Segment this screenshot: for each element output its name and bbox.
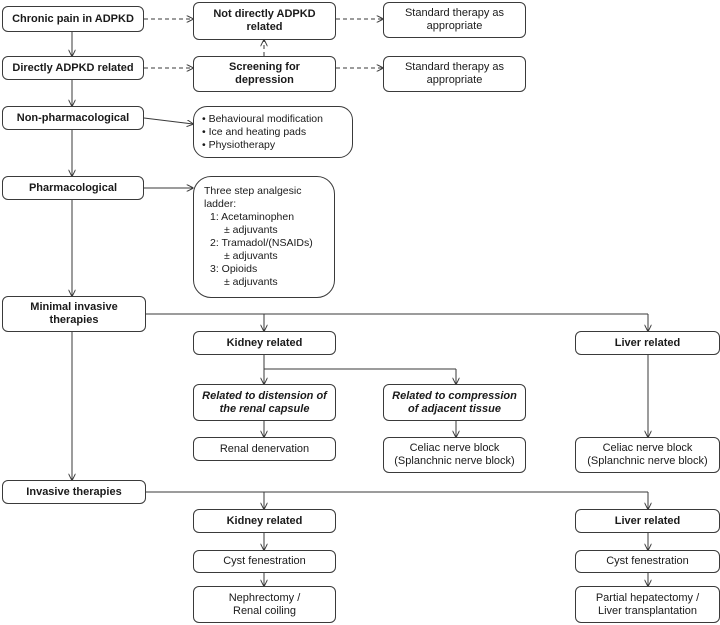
- node-hepatectomy-line1: Partial hepatectomy /: [595, 591, 700, 604]
- node-nephrectomy-line2: Renal coiling: [233, 604, 296, 617]
- node-standard-2: Standard therapy as appropriate: [383, 56, 526, 92]
- node-nephrectomy-line1: Nephrectomy /: [228, 591, 301, 604]
- node-renal-denervation-label: Renal denervation: [219, 442, 310, 455]
- ladder-step-3: 3: Opioids: [210, 263, 258, 275]
- node-non-pharm-list: Behavioural modification Ice and heating…: [193, 106, 353, 158]
- node-celiac-1-line2: (Splanchnic nerve block): [394, 455, 515, 467]
- node-direct: Directly ADPKD related: [2, 56, 144, 80]
- arrow-nonpharm-to-list: [143, 117, 193, 124]
- node-cyst-fenestration-2-label: Cyst fenestration: [606, 555, 689, 567]
- ladder-step-3-adjuvants: ± adjuvants: [224, 276, 278, 288]
- node-liver-related-1-label: Liver related: [614, 336, 681, 349]
- node-kidney-related-2: Kidney related: [193, 509, 336, 533]
- node-celiac-2-line2: (Splanchnic nerve block): [587, 455, 708, 467]
- node-not-direct-label: Not directly ADPKD related: [213, 8, 316, 33]
- node-liver-related-2-label: Liver related: [614, 514, 681, 527]
- node-analgesic-ladder: Three step analgesic ladder: 1: Acetamin…: [193, 176, 335, 298]
- node-celiac-1: Celiac nerve block (Splanchnic nerve blo…: [383, 437, 526, 473]
- node-celiac-1-line1: Celiac nerve block: [409, 442, 500, 454]
- list-item: Ice and heating pads: [202, 126, 323, 139]
- node-invasive: Invasive therapies: [2, 480, 146, 504]
- ladder-content: Three step analgesic ladder: 1: Acetamin…: [194, 185, 334, 289]
- ladder-title-1: Three step analgesic: [204, 185, 302, 197]
- node-distension-label: Related to distension of the renal capsu…: [202, 389, 327, 415]
- node-standard-1-label: Standard therapy as appropriate: [404, 7, 505, 32]
- node-minimal-label: Minimal invasive therapies: [30, 301, 118, 326]
- node-hepatectomy: Partial hepatectomy / Liver transplantat…: [575, 586, 720, 623]
- node-nephrectomy: Nephrectomy / Renal coiling: [193, 586, 336, 623]
- node-direct-label: Directly ADPKD related: [12, 61, 134, 74]
- node-chronic-pain: Chronic pain in ADPKD: [2, 6, 144, 32]
- node-non-pharm-label: Non-pharmacological: [16, 111, 130, 124]
- ladder-step-2-adjuvants: ± adjuvants: [224, 250, 278, 262]
- node-celiac-2: Celiac nerve block (Splanchnic nerve blo…: [575, 437, 720, 473]
- node-non-pharm: Non-pharmacological: [2, 106, 144, 130]
- list-item: Behavioural modification: [202, 113, 323, 126]
- node-celiac-2-line1: Celiac nerve block: [602, 442, 693, 454]
- node-minimal: Minimal invasive therapies: [2, 296, 146, 332]
- ladder-title-2: ladder:: [204, 198, 237, 210]
- non-pharm-list: Behavioural modification Ice and heating…: [202, 113, 323, 152]
- ladder-step-1-adjuvants: ± adjuvants: [224, 224, 278, 236]
- node-standard-1: Standard therapy as appropriate: [383, 2, 526, 38]
- node-chronic-pain-label: Chronic pain in ADPKD: [12, 12, 134, 25]
- node-kidney-related-1: Kidney related: [193, 331, 336, 355]
- node-kidney-related-2-label: Kidney related: [226, 514, 303, 527]
- node-cyst-fenestration-2: Cyst fenestration: [575, 550, 720, 573]
- node-hepatectomy-line2: Liver transplantation: [597, 604, 698, 617]
- node-pharm-label: Pharmacological: [28, 181, 118, 194]
- node-screening: Screening for depression: [193, 56, 336, 92]
- list-item: Physiotherapy: [202, 139, 323, 152]
- node-not-direct: Not directly ADPKD related: [193, 2, 336, 40]
- node-standard-2-label: Standard therapy as appropriate: [404, 61, 505, 86]
- node-distension: Related to distension of the renal capsu…: [193, 384, 336, 421]
- ladder-step-1: 1: Acetaminophen: [210, 211, 295, 223]
- node-kidney-related-1-label: Kidney related: [226, 336, 303, 349]
- node-renal-denervation: Renal denervation: [193, 437, 336, 461]
- node-liver-related-2: Liver related: [575, 509, 720, 533]
- ladder-step-2: 2: Tramadol/(NSAIDs): [210, 237, 313, 249]
- node-cyst-fenestration-1-label: Cyst fenestration: [223, 555, 306, 567]
- node-compression: Related to compression of adjacent tissu…: [383, 384, 526, 421]
- node-cyst-fenestration-1: Cyst fenestration: [193, 550, 336, 573]
- connector-kidney1-bus: [263, 355, 456, 370]
- node-pharm: Pharmacological: [2, 176, 144, 200]
- node-liver-related-1: Liver related: [575, 331, 720, 355]
- node-invasive-label: Invasive therapies: [26, 485, 122, 498]
- node-screening-label: Screening for depression: [229, 61, 300, 86]
- node-compression-label: Related to compression of adjacent tissu…: [392, 389, 517, 415]
